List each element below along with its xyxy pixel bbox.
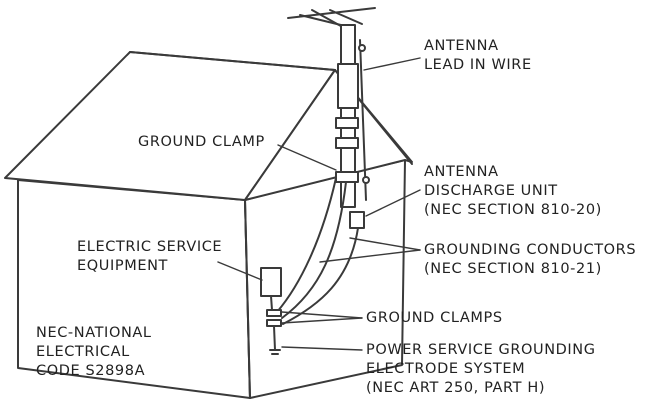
leader-antenna-lead (364, 58, 420, 70)
label-line: (NEC SECTION 810-20) (424, 201, 602, 220)
label-nec-code: NEC-NATIONAL ELECTRICAL CODE S2898A (36, 324, 152, 381)
label-ground-clamp: GROUND CLAMP (138, 133, 265, 152)
label-antenna-lead-in-wire: ANTENNA LEAD IN WIRE (424, 37, 532, 75)
label-line: DISCHARGE UNIT (424, 182, 602, 201)
label-line: (NEC SECTION 810-21) (424, 260, 636, 279)
label-line: ELECTRICAL (36, 343, 152, 362)
antenna-mast-bracket (338, 64, 358, 108)
wire-standoff-mid (363, 177, 369, 183)
label-line: EQUIPMENT (77, 257, 222, 276)
label-line: POWER SERVICE GROUNDING (366, 341, 596, 360)
label-electric-service-equipment: ELECTRIC SERVICE EQUIPMENT (77, 238, 222, 276)
label-line: GROUND CLAMP (138, 133, 265, 152)
label-line: (NEC ART 250, PART H) (366, 379, 596, 398)
label-line: ELECTRODE SYSTEM (366, 360, 596, 379)
label-line: CODE S2898A (36, 362, 152, 381)
label-grounding-conductors: GROUNDING CONDUCTORS (NEC SECTION 810-21… (424, 241, 636, 279)
grounding-electrode-rod (274, 326, 275, 350)
ground-clamp-base-upper (267, 310, 281, 316)
label-line: ANTENNA (424, 163, 602, 182)
label-ground-clamps: GROUND CLAMPS (366, 309, 503, 328)
label-line: ANTENNA (424, 37, 532, 56)
mast-clamp-upper (336, 118, 358, 128)
label-line: LEAD IN WIRE (424, 56, 532, 75)
antenna-top-element (288, 8, 375, 18)
mast-clamp-middle (336, 138, 358, 148)
label-power-service-grounding: POWER SERVICE GROUNDING ELECTRODE SYSTEM… (366, 341, 596, 398)
label-line: GROUNDING CONDUCTORS (424, 241, 636, 260)
electric-service-box (261, 268, 281, 296)
label-line: ELECTRIC SERVICE (77, 238, 222, 257)
label-line: NEC-NATIONAL (36, 324, 152, 343)
mast-clamp-lower (336, 172, 358, 182)
label-line: GROUND CLAMPS (366, 309, 503, 328)
wire-standoff-top (359, 45, 365, 51)
service-conduit (271, 296, 272, 310)
label-antenna-discharge-unit: ANTENNA DISCHARGE UNIT (NEC SECTION 810-… (424, 163, 602, 220)
antenna-discharge-unit (350, 212, 364, 228)
